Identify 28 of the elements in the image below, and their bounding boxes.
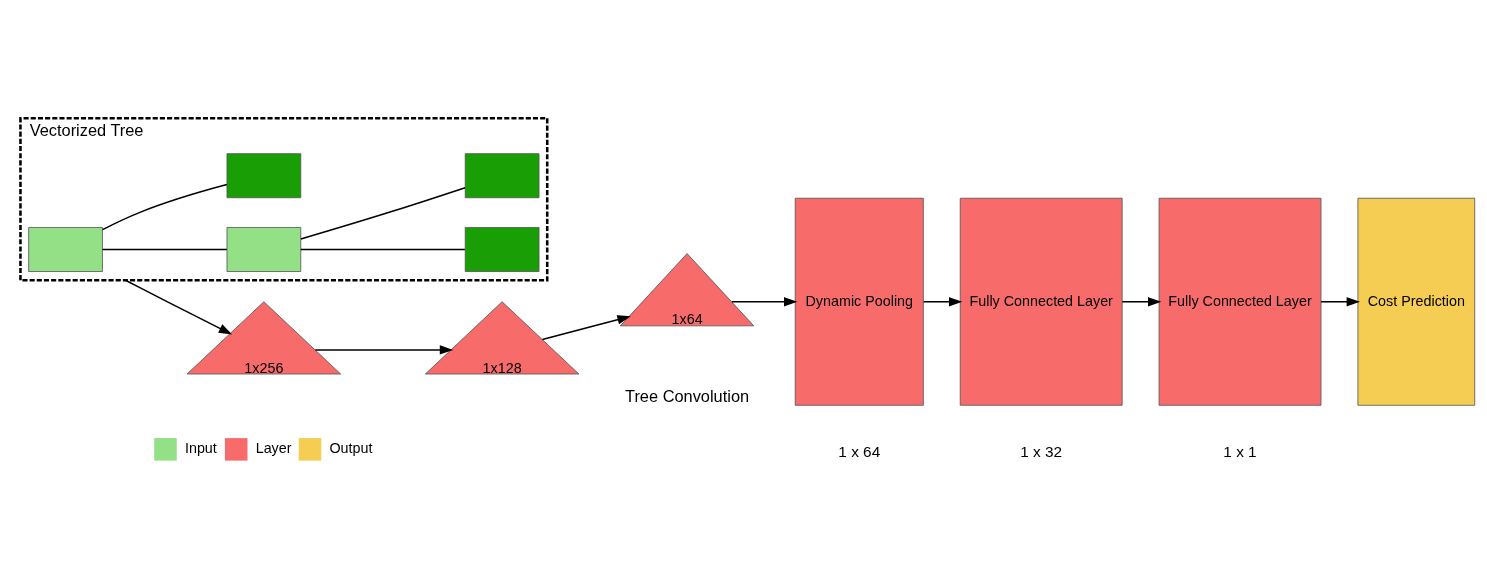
connector	[101, 248, 228, 251]
arrow	[124, 279, 233, 335]
node-box	[226, 227, 302, 272]
node-box: Fully Connected Layer	[959, 197, 1123, 406]
node-box	[28, 227, 103, 272]
node-box	[226, 153, 302, 199]
node-box: Dynamic Pooling	[794, 197, 924, 406]
arrow	[922, 297, 963, 307]
legend-label: Input	[184, 440, 217, 457]
cluster: Vectorized Tree	[19, 117, 549, 282]
node-label: 1 x 1	[1223, 443, 1257, 461]
node-box	[464, 227, 540, 272]
arrow	[731, 297, 798, 307]
arrow	[541, 315, 631, 341]
node-box: Cost Prediction	[1357, 197, 1476, 406]
legend-label: Output	[329, 440, 373, 457]
connector	[101, 183, 228, 231]
arrow	[1121, 297, 1162, 307]
arrow	[1320, 297, 1360, 307]
legend-label: Layer	[255, 440, 292, 457]
node-box: Fully Connected Layer	[1158, 197, 1322, 406]
node-label: 1 x 32	[1020, 443, 1063, 461]
arrow	[314, 345, 454, 355]
connector	[300, 248, 466, 251]
node-label: 1 x 64	[838, 443, 881, 461]
label: Tree Convolution	[625, 387, 750, 405]
connector	[300, 186, 466, 240]
node-box	[464, 153, 540, 199]
